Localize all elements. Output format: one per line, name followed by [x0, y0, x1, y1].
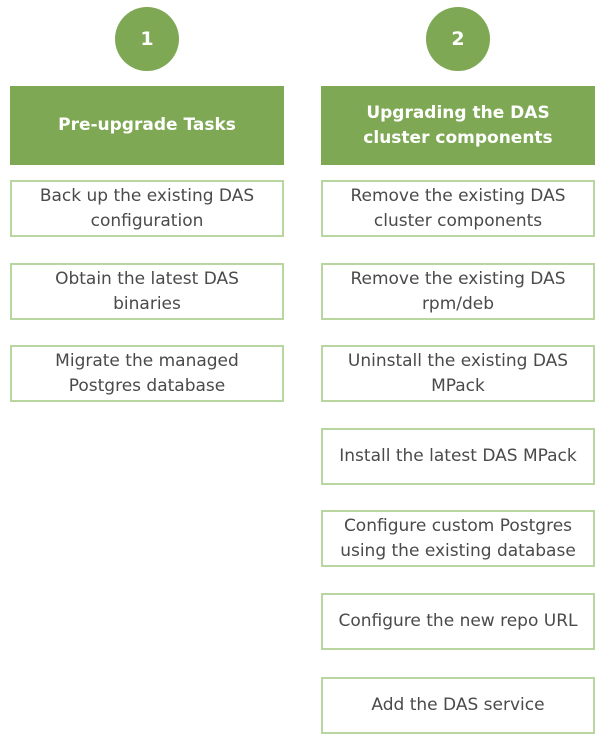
pre-upgrade-tasks-header: Pre-upgrade Tasks	[10, 86, 284, 165]
step-number-2: 2	[426, 7, 490, 71]
step-configure-repo-url: Configure the new repo URL	[321, 593, 595, 650]
step-obtain-binaries: Obtain the latest DAS binaries	[10, 263, 284, 320]
step-migrate-postgres: Migrate the managed Postgres database	[10, 345, 284, 402]
step-add-das-service: Add the DAS service	[321, 677, 595, 734]
step-uninstall-mpack: Uninstall the existing DAS MPack	[321, 345, 595, 402]
step-configure-postgres: Configure custom Postgres using the exis…	[321, 510, 595, 567]
step-install-mpack: Install the latest DAS MPack	[321, 428, 595, 485]
step-number-1: 1	[115, 7, 179, 71]
step-remove-rpm-deb: Remove the existing DAS rpm/deb	[321, 263, 595, 320]
step-remove-cluster-components: Remove the existing DAS cluster componen…	[321, 180, 595, 237]
upgrading-cluster-components-header: Upgrading the DAS cluster components	[321, 86, 595, 165]
step-backup-configuration: Back up the existing DAS configuration	[10, 180, 284, 237]
